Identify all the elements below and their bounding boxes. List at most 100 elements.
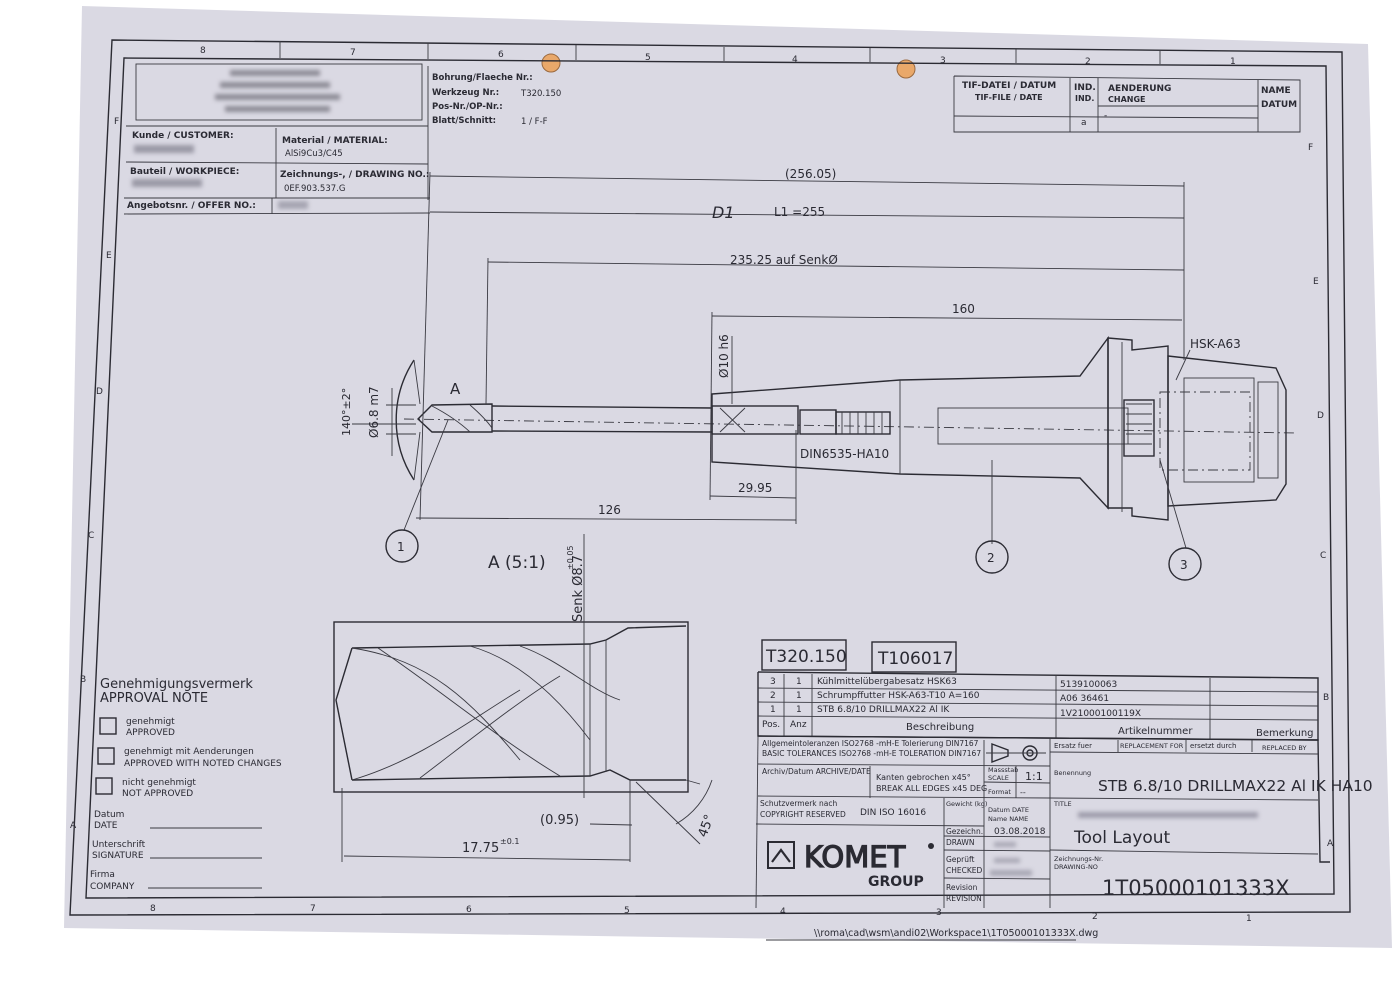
col-label: 4 <box>792 55 798 65</box>
col-label: 1 <box>1246 914 1252 924</box>
drawn-label: Gezeichn. <box>946 827 983 836</box>
header-pos: Pos. <box>762 720 780 730</box>
approved-checkbox[interactable] <box>99 717 117 735</box>
tool-number-box <box>761 639 847 671</box>
col-label: 1 <box>1230 57 1236 67</box>
scale-label: SCALE <box>988 774 1009 782</box>
revision-block: TIF-DATEI / DATUM TIF-FILE / DATE IND. I… <box>953 75 1301 133</box>
checked-label: CHECKED <box>946 866 983 875</box>
format-value: -- <box>1020 788 1026 797</box>
position-label: Pos-Nr./OP-Nr.: <box>432 102 503 112</box>
part-pos: 2 <box>770 691 776 701</box>
detail-view-a: A (5:1) Senk Ø8.7 ±0.05 (0.95) 17.75 ±0.… <box>333 534 718 862</box>
logo-group: GROUP <box>868 874 924 890</box>
hsk-flange <box>1107 337 1169 521</box>
approval-title-de: Genehmigungsvermerk <box>100 677 253 692</box>
blurred-title-line <box>1078 812 1258 818</box>
file-path: \\roma\cad\wsm\andi02\Workspace1\1T05000… <box>814 928 1098 939</box>
change-label: AENDERUNG <box>1108 84 1171 94</box>
paper-sheet <box>64 6 1392 948</box>
balloon-2 <box>975 540 1009 574</box>
row-label: C <box>88 531 94 541</box>
tool-number: T320.150 <box>765 647 847 667</box>
header-block: Kunde / CUSTOMER: Material / MATERIAL: A… <box>123 63 561 215</box>
scale-value: 1:1 <box>1025 770 1043 783</box>
blatt-label: Blatt/Schnitt: <box>432 116 496 126</box>
revision-index: a <box>1081 118 1087 128</box>
benennung-label: Benennung <box>1054 769 1091 777</box>
not-approved-label: NOT APPROVED <box>122 789 193 799</box>
part-pos: 3 <box>770 677 776 687</box>
signature-label: Unterschrift <box>92 840 146 850</box>
punch-hole-left <box>541 53 561 73</box>
inner-frame <box>85 57 1335 899</box>
part-qty: 1 <box>796 677 802 687</box>
date-label: DATE <box>94 821 118 831</box>
edges-note: Kanten gebrochen x45° <box>876 773 971 782</box>
copyright-note: Schutzvermerk nach <box>760 799 837 808</box>
werkzeug-label: Werkzeug Nr.: <box>432 88 499 98</box>
komet-logo: KOMET GROUP <box>767 839 934 890</box>
tolerance-note: BASIC TOLERANCES ISO2768 -mH-E TOLERATIO… <box>762 749 981 758</box>
change-label: CHANGE <box>1108 95 1145 104</box>
not-approved-label: nicht genehmigt <box>122 778 196 788</box>
tif-label: TIF-DATEI / DATUM <box>962 81 1056 91</box>
drawing-number-value: 0EF.903.537.G <box>284 184 345 194</box>
approval-title-en: APPROVAL NOTE <box>100 691 208 706</box>
werkzeug-value: T320.150 <box>520 89 561 99</box>
not-approved-checkbox[interactable] <box>95 777 113 795</box>
din-label: DIN6535-HA10 <box>800 447 889 461</box>
projection-symbol <box>986 742 1046 764</box>
shank-diameter: Ø10 h6 <box>717 334 731 378</box>
approved-with-changes-checkbox[interactable] <box>97 747 115 765</box>
senk-tolerance: ±0.05 <box>566 545 575 570</box>
balloon-3-label: 3 <box>1180 558 1188 572</box>
col-label: 4 <box>780 907 786 917</box>
row-label: F <box>1308 143 1313 153</box>
hsk-shank <box>1167 355 1287 507</box>
dimension-17-75-tolerance: ±0.1 <box>500 837 519 846</box>
hsk-label: HSK-A63 <box>1190 337 1241 351</box>
dimension-160: 160 <box>952 302 975 316</box>
row-label: E <box>106 251 112 261</box>
senk-label: Senk Ø8.7 <box>571 555 586 622</box>
row-label: D <box>96 387 103 397</box>
col-label: 3 <box>936 908 942 918</box>
drill-tip <box>416 403 493 433</box>
balloon-1-label: 1 <box>397 540 405 554</box>
row-label: E <box>1313 277 1319 287</box>
dimension-l1-mark: D1 <box>712 203 735 222</box>
chamfer-angle: 45° <box>696 813 718 840</box>
tool-number: T106017 <box>877 649 953 669</box>
balloon-3 <box>1168 547 1202 581</box>
blurred-names <box>990 842 1032 876</box>
balloon-2-label: 2 <box>987 551 995 565</box>
drawing-number-label: Zeichnungs-, / DRAWING NO.: <box>280 170 429 180</box>
header-desc: Beschreibung <box>906 722 974 733</box>
drawn-label: DRAWN <box>946 838 974 847</box>
drawing-number: 1T05000101333X <box>1102 876 1290 900</box>
customer-label: Kunde / CUSTOMER: <box>132 131 234 141</box>
material-value: AlSi9Cu3/C45 <box>285 149 343 159</box>
view-marker-a: A <box>450 380 461 398</box>
revision-label: Revision <box>946 883 978 892</box>
approval-note: Genehmigungsvermerk APPROVAL NOTE genehm… <box>90 677 282 892</box>
header-qty: Anz <box>790 720 807 730</box>
part-pos: 1 <box>770 705 776 715</box>
col-label: 7 <box>350 48 356 58</box>
dimension-126: 126 <box>598 503 621 517</box>
company-label: COMPANY <box>90 882 135 892</box>
drawn-date: 03.08.2018 <box>994 827 1046 837</box>
checked-label: Geprüft <box>946 855 975 864</box>
angle-arc <box>395 359 415 481</box>
part-article: A06 36461 <box>1060 694 1109 704</box>
material-label: Material / MATERIAL: <box>282 136 388 146</box>
detail-frame <box>333 621 689 793</box>
col-label: 5 <box>645 53 651 63</box>
column-ticks-top <box>279 41 1161 64</box>
drawing-no-label: Zeichnungs-Nr. <box>1054 855 1103 863</box>
row-labels-right: F E D C B A <box>1308 143 1334 849</box>
format-label: Format <box>988 788 1011 796</box>
row-label: B <box>1323 693 1329 703</box>
